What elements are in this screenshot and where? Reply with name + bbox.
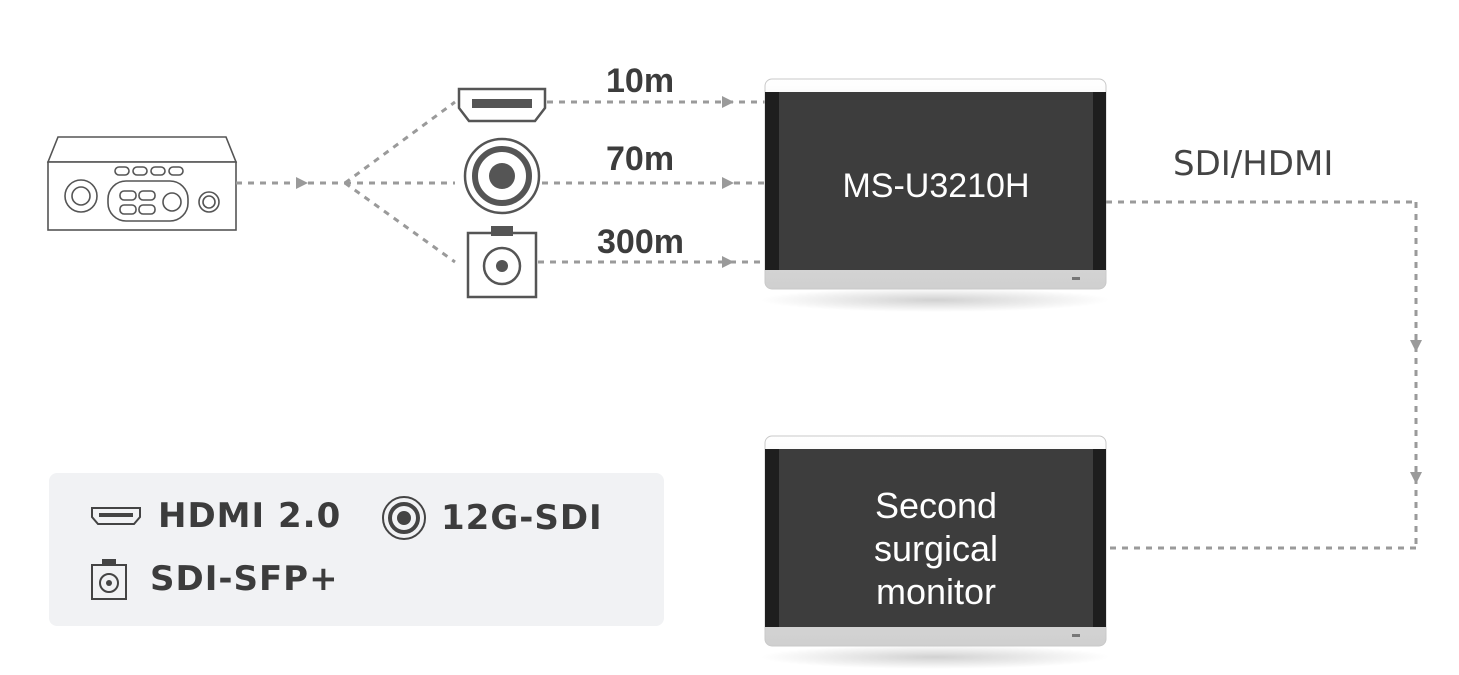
sdi-hdmi-link-line (1106, 200, 1418, 550)
source-connection-lines (236, 100, 456, 264)
legend-label-sdi: 12G-SDI (441, 498, 603, 538)
link-type-label: SDI/HDMI (1173, 144, 1334, 184)
primary-monitor-label: MS-U3210H (842, 167, 1030, 205)
secondary-monitor-label-line3: monitor (875, 571, 997, 613)
sdi-connector-icon (382, 496, 426, 540)
source-arrow-icon (296, 177, 308, 189)
sfp-distance-label: 300m (597, 223, 684, 261)
hdmi-connector-icon (91, 507, 141, 525)
secondary-monitor-label-line2: surgical (873, 528, 999, 570)
sfp-connector-icon (91, 559, 127, 600)
secondary-monitor-label-line1: Second (874, 485, 998, 526)
hdmi-distance-label: 10m (606, 62, 675, 100)
legend-box: HDMI 2.0 12G-SDI SDI-SFP+ (49, 473, 664, 626)
legend-item-hdmi: HDMI 2.0 (90, 499, 341, 533)
secondary-monitor (760, 435, 1110, 669)
sdi-distance-label: 70m (606, 140, 675, 178)
legend-label-sfp: SDI-SFP+ (150, 559, 339, 599)
legend-item-sdi: 12G-SDI (381, 495, 603, 541)
primary-monitor (760, 78, 1110, 312)
legend-item-sfp: SDI-SFP+ (90, 557, 339, 601)
sdi-connector-icon (463, 137, 541, 215)
secondary-monitor-label: Second surgical monitor (779, 484, 1093, 614)
distance-arrows (722, 96, 734, 268)
legend-label-hdmi: HDMI 2.0 (158, 496, 342, 536)
sfp-connector-icon (466, 226, 538, 299)
camera-control-unit-icon (46, 136, 238, 231)
link-arrows (1410, 340, 1422, 484)
hdmi-connector-icon (457, 87, 547, 123)
